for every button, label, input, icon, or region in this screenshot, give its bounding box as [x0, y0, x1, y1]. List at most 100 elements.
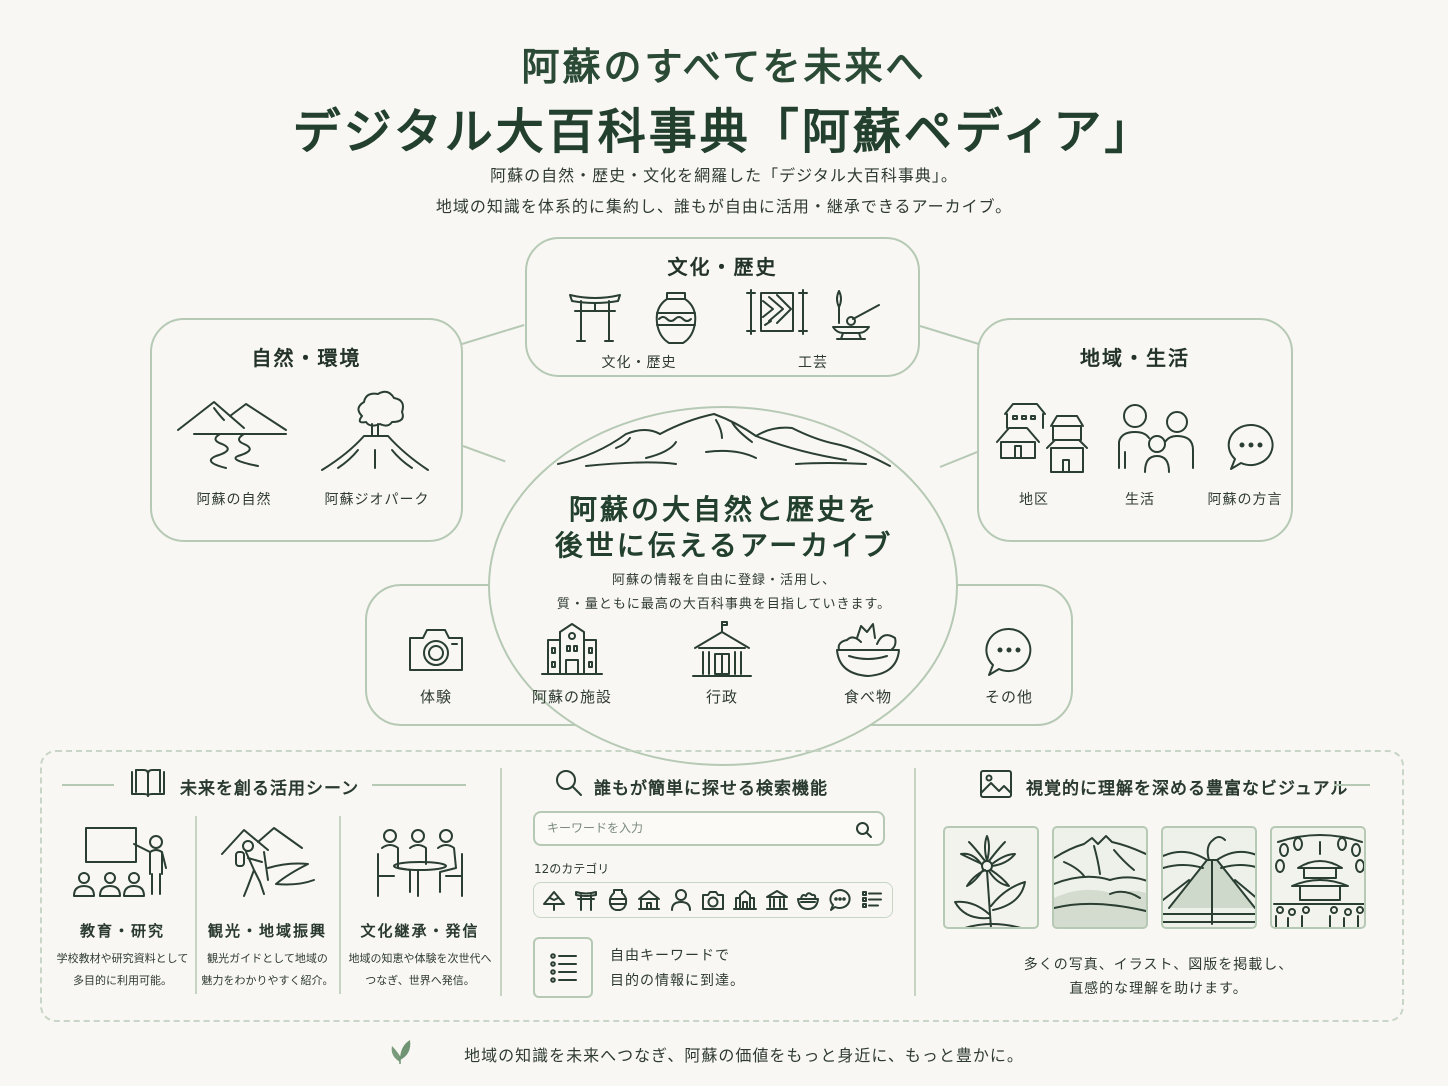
flower-illustration	[954, 835, 1026, 927]
category-title: 自然・環境	[251, 346, 362, 370]
center-desc-line-2: 質・量ともに最高の大百科事典を目指していきます。	[556, 597, 892, 612]
center-item-food[interactable]: 食べ物	[830, 622, 906, 714]
category-item-label: 工芸	[798, 355, 828, 371]
house-icon[interactable]	[637, 888, 661, 912]
thumbnail-mountain[interactable]	[1052, 826, 1148, 929]
visual-section-title: 視覚的に理解を深める豊富なビジュアル	[1026, 779, 1349, 799]
mountain-river-icon	[177, 401, 287, 469]
thumbnail-volcano-crosssection[interactable]	[1161, 826, 1257, 929]
festival-temple-illustration	[1273, 834, 1364, 927]
center-item-label: 阿蘇の施設	[531, 688, 612, 706]
scene-desc-line-2: 多目的に利用可能。	[73, 974, 172, 987]
feature-text-line-1: 自由キーワードで	[610, 948, 730, 964]
scene-desc-line-1: 学校教材や研究資料として	[56, 952, 189, 965]
houses-icon	[996, 403, 1088, 473]
list-icon[interactable]	[860, 888, 884, 912]
scene-title: 観光・地域振興	[207, 922, 327, 940]
category-item-label: 生活	[1125, 492, 1155, 508]
center-item-label: 行政	[705, 688, 738, 706]
meeting-table-icon	[377, 829, 463, 897]
center-item-facilities[interactable]: 阿蘇の施設	[522, 622, 622, 714]
open-book-icon	[131, 769, 165, 797]
category-region-life[interactable]: 地域・生活 地区 生活 阿蘇の方言	[977, 318, 1293, 542]
free-keyword-feature-icon-box	[533, 937, 593, 998]
center-item-government[interactable]: 行政	[686, 620, 758, 714]
image-icon	[980, 770, 1012, 798]
search-button-icon[interactable]	[855, 821, 873, 839]
tagline: 阿蘇のすべてを未来へ	[521, 45, 927, 89]
center-item-experience[interactable]: 体験	[398, 624, 474, 714]
thumbnail-festival[interactable]	[1270, 826, 1366, 929]
vase-icon[interactable]	[606, 888, 630, 912]
categories-label: 12のカテゴリ	[534, 862, 610, 876]
facility-icon[interactable]	[732, 888, 757, 912]
subtitle-line-1: 阿蘇の自然・歴史・文化を網羅した「デジタル大百科事典」。	[490, 166, 958, 185]
category-item-label: 文化・歴史	[601, 355, 677, 371]
center-desc-line-1: 阿蘇の情報を自由に登録・活用し、	[611, 573, 836, 588]
category-item-label: 阿蘇ジオパーク	[324, 492, 430, 508]
page-title: デジタル大百科事典「阿蘇ペディア」	[292, 104, 1156, 160]
center-title-line-2: 後世に伝えるアーカイブ	[554, 529, 894, 562]
center-item-label: その他	[984, 688, 1033, 706]
hiker-icon	[220, 827, 315, 897]
government-icon[interactable]	[765, 888, 789, 912]
volcano-icon	[321, 390, 429, 471]
food-bowl-icon[interactable]	[796, 888, 820, 912]
leaf-icon	[391, 1040, 411, 1064]
torii-icon	[569, 294, 621, 342]
aso-mountains-illustration	[557, 413, 891, 467]
salad-bowl-icon	[836, 623, 900, 677]
mountain-landscape-illustration	[1054, 835, 1146, 927]
scene-title: 文化継承・発信	[360, 922, 480, 940]
scene-culture-succession: 文化継承・発信 地域の知恵や体験を次世代へ つなぎ、世界へ発信。	[340, 818, 500, 994]
category-culture-history[interactable]: 文化・歴史 文化・歴史 工芸	[525, 237, 920, 377]
divider	[500, 768, 502, 996]
feature-text-line-2: 目的の情報に到達。	[610, 973, 745, 989]
category-item-label: 地区	[1019, 492, 1049, 508]
speech-bubble-icon	[985, 627, 1032, 676]
center-item-label: 食べ物	[843, 688, 892, 706]
facility-building-icon	[541, 623, 603, 675]
volcano-crosssection-illustration	[1163, 836, 1255, 925]
search-section-title: 誰もが簡単に探せる検索機能	[594, 779, 828, 799]
scene-education: 教育・研究 学校教材や研究資料として 多目的に利用可能。	[50, 818, 195, 994]
category-icon-bar	[533, 882, 893, 918]
search-input[interactable]	[547, 821, 847, 835]
person-icon[interactable]	[669, 888, 693, 912]
list-icon	[550, 953, 577, 983]
connector-culture-region	[919, 325, 980, 346]
scene-desc-line-1: 観光ガイドとして地域の	[207, 952, 328, 965]
search-icon	[556, 770, 582, 796]
mountain-tree-icon[interactable]	[542, 888, 566, 912]
scene-desc-line-2: つなぎ、世界へ発信。	[365, 974, 475, 987]
connector-nature-center	[462, 445, 506, 463]
government-building-icon	[692, 621, 752, 677]
teacher-classroom-icon	[72, 827, 167, 897]
category-item-label: 阿蘇の自然	[196, 492, 272, 508]
category-nature-environment[interactable]: 自然・環境 阿蘇の自然 阿蘇ジオパーク	[150, 318, 463, 542]
anvil-craft-icon	[832, 290, 880, 340]
category-title: 地域・生活	[1080, 346, 1190, 370]
visual-desc-line-2: 直感的な理解を助けます。	[1069, 981, 1248, 997]
category-item-label: 阿蘇の方言	[1207, 492, 1283, 508]
footer-message: 地域の知識を未来へつなぎ、阿蘇の価値をもっと身近に、もっと豊かに。	[464, 1046, 1024, 1065]
center-item-other[interactable]: その他	[974, 626, 1044, 714]
loom-weaving-icon	[746, 289, 808, 335]
camera-icon[interactable]	[701, 888, 725, 912]
subtitle-line-2: 地域の知識を体系的に集約し、誰もが自由に活用・継承できるアーカイブ。	[435, 197, 1013, 216]
features-panel	[40, 750, 1404, 1022]
torii-icon[interactable]	[574, 888, 598, 912]
speech-bubble-icon[interactable]	[828, 888, 852, 912]
connector-region-center	[939, 451, 978, 468]
center-title-line-1: 阿蘇の大自然と歴史を	[568, 493, 879, 526]
search-box[interactable]	[533, 811, 885, 846]
speech-bubble-icon	[1227, 423, 1274, 470]
scene-title: 教育・研究	[79, 922, 165, 940]
visual-desc-line-1: 多くの写真、イラスト、図版を掲載し、	[1023, 957, 1294, 973]
center-item-label: 体験	[419, 688, 452, 706]
scene-desc-line-2: 魅力をわかりやすく紹介。	[201, 974, 334, 987]
connector-nature-culture	[461, 324, 525, 345]
vase-icon	[655, 292, 697, 344]
thumbnail-flower[interactable]	[943, 826, 1039, 929]
family-icon	[1118, 404, 1194, 473]
